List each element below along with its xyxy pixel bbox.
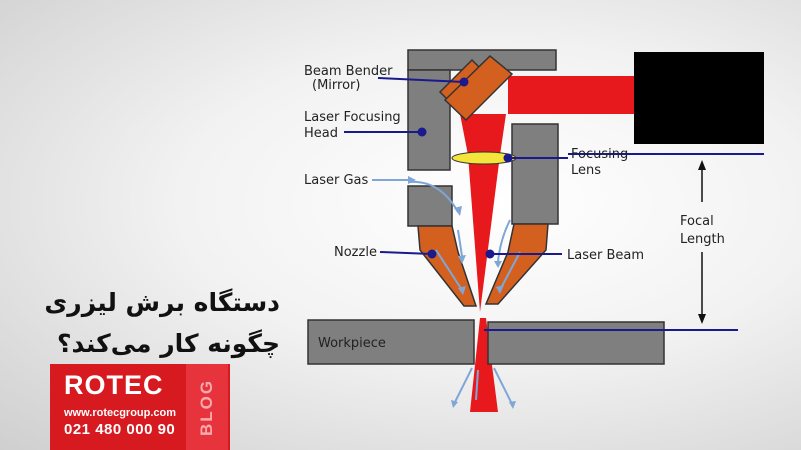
label-focusing-head-2: Head	[304, 126, 338, 141]
label-workpiece: Workpiece	[318, 336, 386, 351]
title-line-2: چگونه کار می‌کند؟	[57, 329, 280, 358]
label-beam-bender: Beam Bender	[304, 64, 393, 79]
head-left-housing	[407, 69, 451, 171]
label-focal-2: Length	[680, 232, 725, 247]
label-focusing-lens-2: Lens	[571, 163, 601, 178]
brand-phone: 021 480 000 90	[64, 421, 176, 438]
label-mirror: (Mirror)	[312, 78, 360, 93]
article-title: دستگاه برش لیزری چگونه کار می‌کند؟	[20, 282, 280, 364]
mirror-holder-2	[443, 54, 514, 122]
gas-flow-arrows	[372, 179, 521, 405]
focal-arrow-down	[698, 314, 706, 324]
label-laser-gas: Laser Gas	[304, 173, 368, 188]
title-line-1: دستگاه برش لیزری	[44, 288, 280, 317]
label-focal-1: Focal	[680, 214, 714, 229]
label-focusing-head-1: Laser Focusing	[304, 110, 401, 125]
laser-source	[634, 52, 764, 144]
brand-name: ROTEC	[64, 370, 164, 400]
blog-tab-label: BLOG	[197, 378, 216, 436]
nozzle-left-block	[407, 185, 453, 227]
workpiece-right	[487, 321, 665, 365]
label-pointers	[344, 77, 764, 331]
label-focusing-lens-1: Focusing	[571, 147, 628, 162]
label-nozzle: Nozzle	[334, 245, 377, 260]
gas-arrowheads	[408, 176, 516, 409]
blog-tab: BLOG	[186, 364, 228, 450]
brand-url: www.rotecgroup.com	[64, 407, 177, 419]
head-right-housing	[511, 123, 559, 225]
horizontal-laser-beam	[508, 76, 634, 114]
workpiece-left	[307, 319, 475, 365]
nozzle-right	[484, 223, 549, 305]
focal-arrow-up	[698, 160, 706, 170]
label-laser-beam: Laser Beam	[567, 248, 644, 263]
pointer-dots	[417, 77, 513, 259]
